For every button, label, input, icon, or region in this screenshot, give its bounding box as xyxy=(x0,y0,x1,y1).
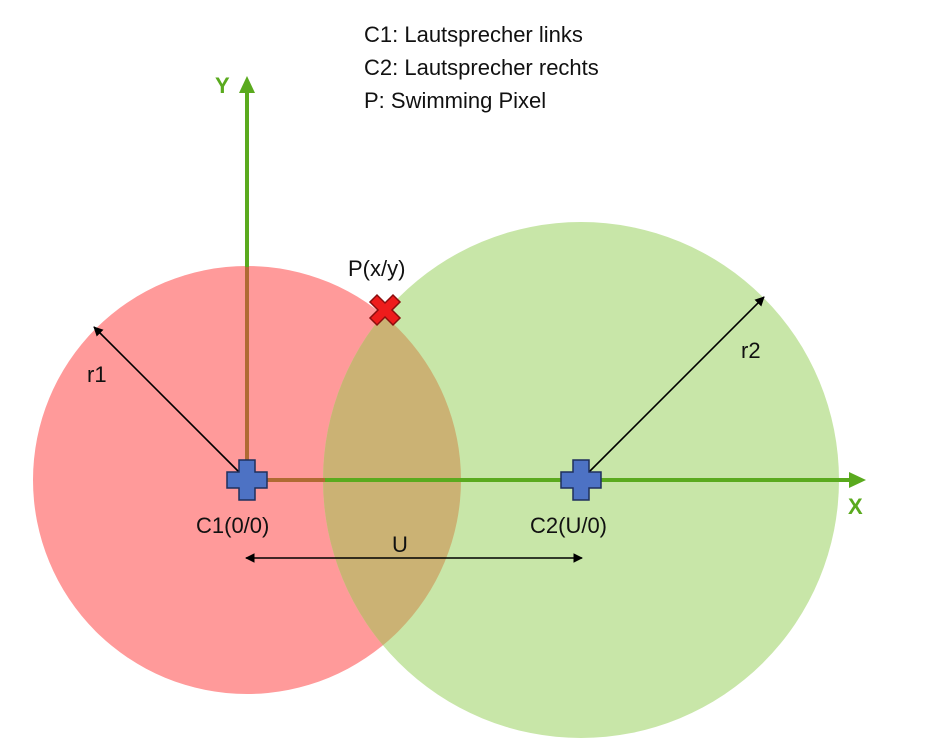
radius-r2-arrow xyxy=(580,296,765,481)
y-axis-label: Y xyxy=(215,73,230,98)
legend-line-1: C1: Lautsprecher links xyxy=(364,22,583,47)
speaker-c1-marker xyxy=(226,459,268,501)
legend-line-2: C2: Lautsprecher rechts xyxy=(364,55,599,80)
y-axis xyxy=(239,76,255,480)
point-p-label: P(x/y) xyxy=(348,256,405,281)
radius-r2-label: r2 xyxy=(741,338,761,363)
pixel-p-marker xyxy=(368,293,402,327)
point-c2-label: C2(U/0) xyxy=(530,513,607,538)
x-axis-label: X xyxy=(848,494,863,519)
speaker-c2-marker xyxy=(560,459,602,501)
legend-line-3: P: Swimming Pixel xyxy=(364,88,546,113)
radius-r1-label: r1 xyxy=(87,362,107,387)
distance-u-label: U xyxy=(392,532,408,557)
point-c1-label: C1(0/0) xyxy=(196,513,269,538)
radius-r1-arrow xyxy=(93,326,248,481)
